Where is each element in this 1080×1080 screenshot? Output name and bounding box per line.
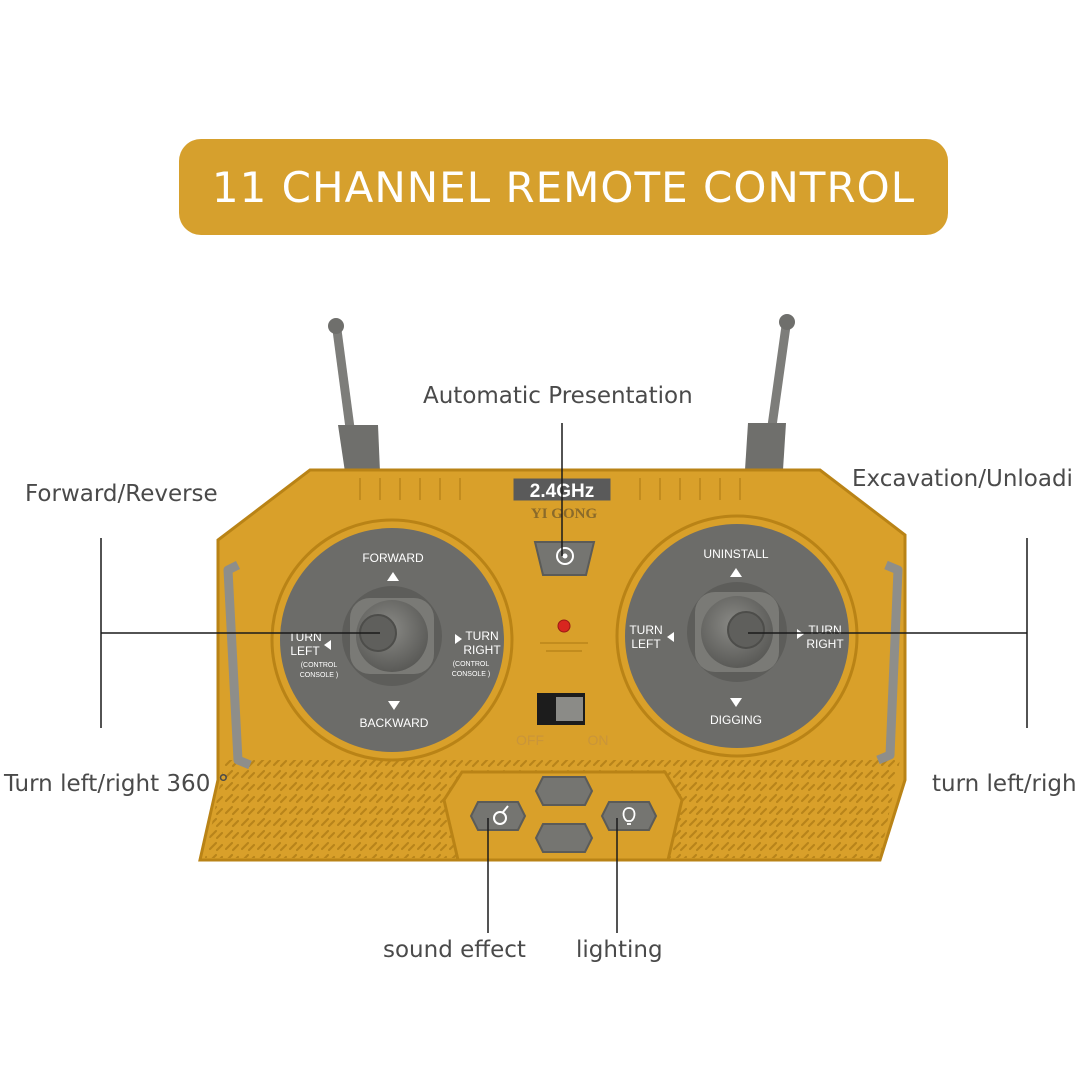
left-stick-left-label-1: TURN — [288, 630, 321, 644]
bottom-action-button[interactable] — [534, 823, 594, 853]
arrow-down-icon — [730, 698, 742, 707]
left-stick-left-label-3: (CONTROL — [301, 662, 338, 669]
arrow-left-icon — [667, 632, 674, 642]
arrow-right-icon — [797, 629, 804, 639]
left-stick-left-label-4: CONSOLE ) — [300, 672, 339, 679]
callout-turn-left-right-360: Turn left/right 360 ° — [4, 771, 230, 797]
demo-button[interactable] — [533, 541, 596, 576]
arrow-left-icon — [324, 640, 331, 650]
left-stick-right-label-4: CONSOLE ) — [452, 671, 491, 678]
left-antenna — [328, 318, 380, 472]
right-joystick[interactable] — [687, 582, 787, 682]
power-led — [557, 619, 571, 633]
sound-icon — [493, 805, 509, 825]
top-action-button[interactable] — [534, 776, 594, 806]
left-stick-up-label: FORWARD — [362, 551, 424, 565]
callout-lines — [100, 423, 1028, 933]
right-stick-right-label-1: TURN — [808, 623, 841, 637]
left-joystick[interactable] — [342, 586, 442, 686]
callout-automatic-presentation: Automatic Presentation — [423, 383, 693, 409]
left-stick-right-label-2: RIGHT — [463, 643, 501, 657]
arrow-up-icon — [730, 568, 742, 577]
switch-off-label: OFF — [516, 732, 544, 748]
arrow-right-icon — [455, 634, 462, 644]
light-bulb-icon — [622, 807, 636, 825]
callout-sound-effect: sound effect — [383, 937, 526, 963]
banner-title: 11 CHANNEL REMOTE CONTROL — [211, 162, 916, 212]
switch-on-label: ON — [588, 732, 609, 748]
left-handle — [223, 560, 252, 770]
right-stick-down-label: DIGGING — [710, 713, 762, 727]
callout-lighting: lighting — [576, 937, 663, 963]
left-stick-right-label-3: (CONTROL — [453, 661, 490, 668]
left-stick-left-label-2: LEFT — [290, 644, 320, 658]
right-stick-up-label: UNINSTALL — [703, 547, 768, 561]
left-stick-right-label-1: TURN — [465, 629, 498, 643]
arrow-down-icon — [388, 701, 400, 710]
top-ridges — [359, 478, 741, 500]
button-cluster — [442, 770, 684, 862]
arrow-up-icon — [387, 572, 399, 581]
right-antenna — [745, 314, 795, 470]
switch-knob — [556, 697, 583, 721]
sound-button[interactable] — [469, 801, 527, 831]
right-stick-left-label-1: TURN — [629, 623, 662, 637]
right-handle — [876, 560, 903, 765]
right-stick-right-label-2: RIGHT — [806, 637, 844, 651]
callout-turn-left-right: turn left/righ — [932, 771, 1077, 797]
brand-label: YI GONG — [531, 506, 598, 522]
title-banner: 11 CHANNEL REMOTE CONTROL — [179, 139, 948, 235]
callout-forward-reverse: Forward/Reverse — [25, 481, 218, 507]
lighting-button[interactable] — [600, 801, 658, 831]
right-stick-left-label-2: LEFT — [631, 637, 661, 651]
left-stick-down-label: BACKWARD — [360, 716, 429, 730]
gear-icon — [556, 547, 574, 565]
callout-excavation-unloading: Excavation/Unloadi — [852, 466, 1073, 492]
